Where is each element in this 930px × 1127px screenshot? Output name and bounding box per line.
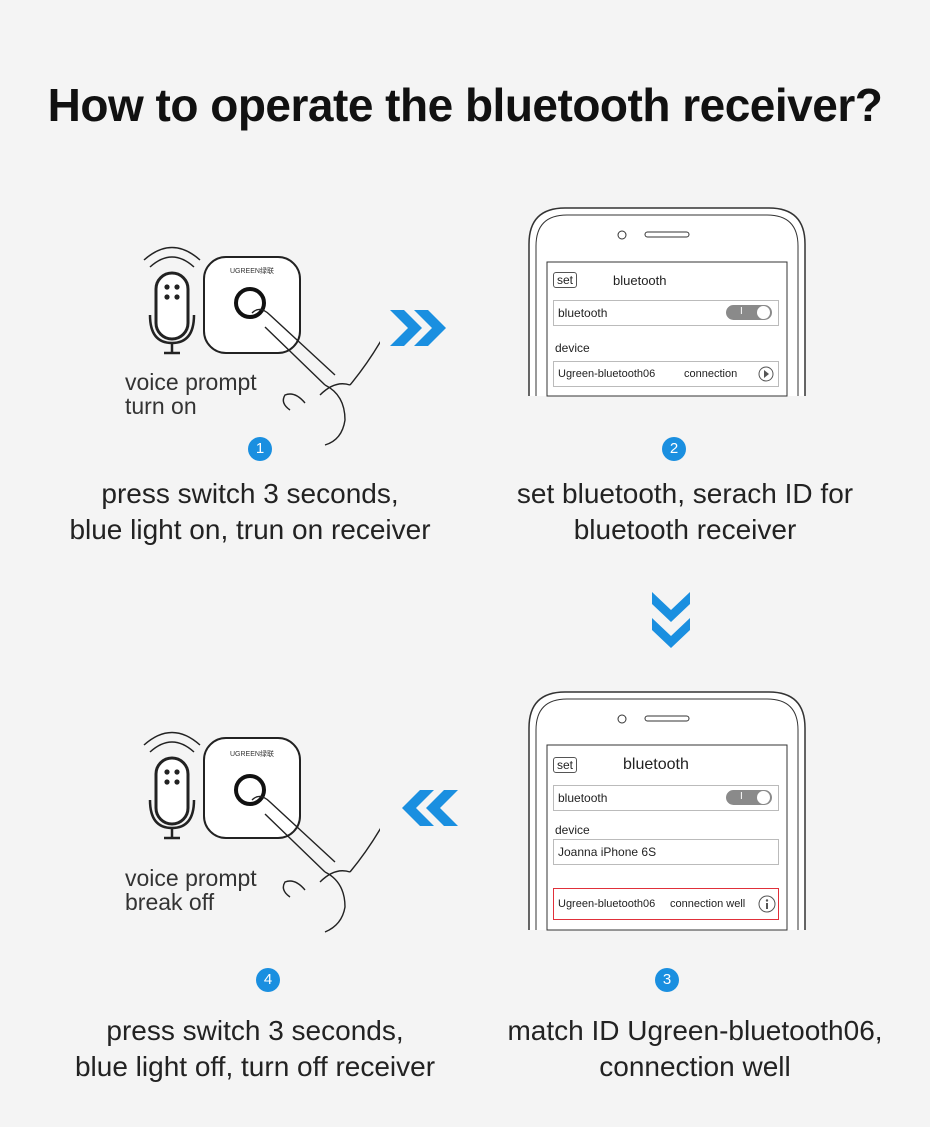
device-name: Ugreen-bluetooth06	[558, 368, 656, 380]
step-1-caption: press switch 3 seconds, blue light on, t…	[30, 476, 470, 548]
bluetooth-label: bluetooth	[558, 306, 608, 320]
voice-prompt-line: voice prompt	[125, 865, 257, 891]
step-1-illustration: UGREEN绿联	[143, 246, 380, 446]
brand-label: UGREEN绿联	[230, 266, 274, 275]
caption-line: match ID Ugreen-bluetooth06,	[507, 1015, 883, 1046]
step-number-badge-1: 1	[248, 437, 272, 461]
voice-prompt-text-1: voice prompt turn on	[125, 370, 257, 418]
voice-prompt-text-4: voice prompt break off	[125, 866, 257, 914]
toggle-knob	[757, 791, 770, 804]
hand-icon	[251, 795, 380, 933]
bluetooth-label: bluetooth	[558, 791, 608, 805]
receiver-device-icon: UGREEN绿联	[203, 256, 301, 354]
double-chevron-right-icon	[390, 310, 446, 346]
screen-header: bluetooth	[613, 273, 667, 288]
phone-mockup-step-3: set bluetooth bluetooth I device Joanna …	[527, 690, 807, 931]
voice-prompt-state: break off	[125, 889, 215, 915]
microphone-icon	[148, 271, 196, 355]
step-4-caption: press switch 3 seconds, blue light off, …	[30, 1013, 480, 1085]
paired-device-row[interactable]: Joanna iPhone 6S	[553, 839, 779, 865]
device-status: connection	[684, 368, 738, 380]
phone-screen: set bluetooth bluetooth I device Ugreen-…	[547, 262, 787, 396]
receiver-device-row[interactable]: Ugreen-bluetooth06 connection well	[553, 888, 779, 920]
step-number-badge-2: 2	[662, 437, 686, 461]
phone-screen: set bluetooth bluetooth I device Joanna …	[547, 745, 787, 930]
settings-back-button[interactable]: set	[553, 757, 578, 773]
brand-label: UGREEN绿联	[230, 749, 274, 758]
settings-back-button[interactable]: set	[553, 272, 578, 288]
step-4-illustration: UGREEN绿联	[143, 731, 380, 933]
caption-line: press switch 3 seconds,	[106, 1015, 404, 1046]
screen-header: bluetooth	[623, 756, 689, 773]
bluetooth-setting-row: bluetooth I	[553, 300, 779, 326]
sound-waves-icon	[143, 731, 201, 753]
receiver-device-icon: UGREEN绿联	[203, 737, 301, 839]
step-number-badge-4: 4	[256, 968, 280, 992]
caption-line: press switch 3 seconds,	[101, 478, 399, 509]
step-3-caption: match ID Ugreen-bluetooth06, connection …	[470, 1013, 920, 1085]
toggle-knob	[757, 306, 770, 319]
info-icon[interactable]	[758, 895, 776, 913]
voice-prompt-state: turn on	[125, 393, 197, 419]
device-row[interactable]: Ugreen-bluetooth06 connection	[553, 361, 779, 387]
chevron-right-circle-icon[interactable]	[758, 366, 774, 382]
caption-line: blue light off, turn off receiver	[74, 1051, 436, 1082]
microphone-icon	[148, 756, 196, 840]
caption-line: set bluetooth, serach ID for	[516, 478, 854, 509]
bluetooth-toggle[interactable]: I	[726, 305, 772, 320]
caption-line: connection well	[599, 1051, 791, 1082]
toggle-label: I	[740, 791, 743, 802]
phone-mockup-step-2: set bluetooth bluetooth I device Ugreen-…	[527, 206, 807, 397]
device-status: connection well	[670, 898, 746, 910]
bluetooth-toggle[interactable]: I	[726, 790, 772, 805]
voice-prompt-line: voice prompt	[125, 369, 257, 395]
device-section-label: device	[555, 823, 590, 837]
page-title: How to operate the bluetooth receiver?	[47, 79, 883, 131]
step-number-badge-3: 3	[655, 968, 679, 992]
toggle-label: I	[740, 306, 743, 317]
step-2-caption: set bluetooth, serach ID for bluetooth r…	[480, 476, 890, 548]
double-chevron-down-icon	[652, 592, 690, 648]
bluetooth-setting-row: bluetooth I	[553, 785, 779, 811]
paired-device-name: Joanna iPhone 6S	[558, 845, 657, 859]
device-section-label: device	[555, 341, 590, 355]
double-chevron-left-icon	[402, 790, 458, 826]
caption-line: blue light on, trun on receiver	[69, 514, 431, 545]
caption-line: bluetooth receiver	[573, 514, 797, 545]
device-name: Ugreen-bluetooth06	[558, 898, 656, 910]
hand-icon	[251, 308, 380, 446]
sound-waves-icon	[143, 246, 201, 268]
